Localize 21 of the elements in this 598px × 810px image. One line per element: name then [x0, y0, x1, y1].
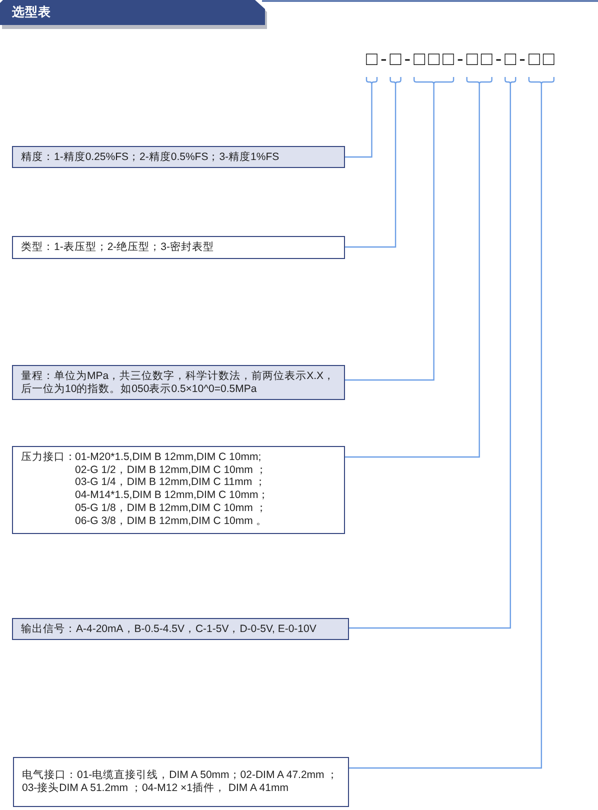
option-line: 06-G 3/8，DIM B 12mm,DIM C 10mm 。 [75, 514, 268, 528]
option-box: 量程：单位为MPa，共三位数字，科学计数法，前两位表示X.X，后一位为10的指数。如050表示0.5×10^0=0.5MPa [12, 365, 345, 400]
leader-line [344, 76, 378, 158]
leader-line [348, 76, 516, 629]
option-box: 精度：1-精度0.25%FS；2-精度0.5%FS；3-精度1%FS [12, 146, 345, 168]
option-line: 04-M14*1.5,DIM B 12mm,DIM C 10mm； [75, 489, 270, 502]
option-line: 05-G 1/8，DIM B 12mm,DIM C 10mm ； [75, 502, 268, 515]
option-box: 电气接口：01-电缆直接引线，DIM A 50mm；02-DIM A 47.2mm ；03-接头DIM A 51.2mm ；04-M12 ×1插件， DIM A 41mm [13, 757, 349, 807]
option-box: 类型：1-表压型；2-绝压型；3-密封表型 [12, 236, 345, 259]
order-code: □-□-□□□-□□-□-□□ [366, 49, 558, 77]
title-tab: 选型表 [0, 0, 268, 29]
leader-line [344, 76, 454, 381]
leader-line [344, 76, 402, 248]
leader-line [348, 76, 554, 769]
option-line: 02-G 1/2，DIM B 12mm,DIM C 10mm ； [75, 464, 268, 476]
option-box [12, 446, 345, 534]
option-line: 01-M20*1.5,DIM B 12mm,DIM C 10mm; [75, 451, 262, 464]
option-heading: 压力接口： [21, 451, 76, 464]
option-box: 输出信号：A-4-20mA，B-0.5-4.5V，C-1-5V，D-0-5V, E-0-10V [12, 618, 349, 640]
option-line: 03-G 1/4，DIM B 12mm,DIM C 11mm ； [75, 476, 268, 490]
leader-line [344, 76, 492, 458]
